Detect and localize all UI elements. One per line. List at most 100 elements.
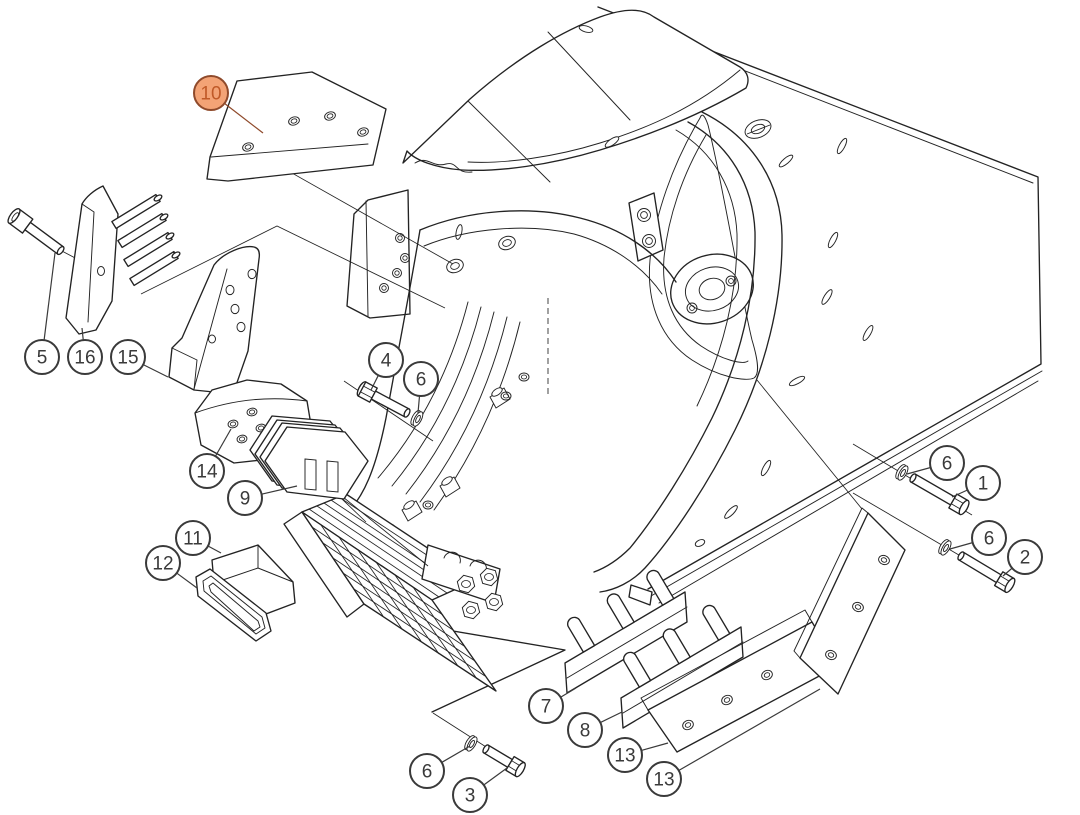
balloon-number: 7 — [541, 697, 552, 718]
balloon-circle[interactable] — [145, 545, 181, 581]
balloon-number: 6 — [942, 454, 953, 475]
balloon-circle[interactable] — [452, 777, 488, 813]
balloon-circle[interactable] — [24, 339, 60, 375]
part-6-washer-d — [410, 410, 424, 427]
leader-line — [417, 395, 421, 414]
part-1-hex-bolt — [909, 473, 970, 516]
callout-balloon-6-18[interactable]: 6 — [409, 745, 471, 789]
leader-line — [261, 485, 298, 495]
leader-line — [641, 742, 669, 752]
callout-balloon-11-8[interactable]: 11 — [175, 520, 222, 556]
plate-edge-cap — [628, 584, 653, 606]
balloon-circle[interactable] — [409, 753, 445, 789]
plate-slot-marks — [694, 137, 874, 547]
balloon-number: 10 — [200, 84, 221, 105]
callout-balloon-9-7[interactable]: 9 — [227, 480, 298, 516]
leader-line — [176, 572, 198, 589]
top-cover — [402, 9, 749, 183]
balloon-number: 1 — [978, 474, 989, 495]
balloon-number: 4 — [381, 351, 392, 372]
leader-line — [142, 364, 169, 378]
part-13-wear-bar-upper — [793, 507, 906, 695]
balloon-number: 6 — [984, 529, 995, 550]
callout-balloon-3-19[interactable]: 3 — [452, 767, 508, 813]
leader-line — [678, 688, 821, 772]
callout-balloon-16-2[interactable]: 16 — [67, 327, 103, 375]
callout-balloon-7-14[interactable]: 7 — [528, 687, 577, 724]
machine-side-plate — [597, 6, 1043, 606]
callout-balloon-6-5[interactable]: 6 — [403, 361, 439, 414]
balloon-circle[interactable] — [1007, 539, 1043, 575]
callout-balloon-13-17[interactable]: 13 — [646, 688, 821, 797]
callout-balloon-13-16[interactable]: 13 — [607, 737, 669, 773]
balloon-number: 8 — [580, 721, 591, 742]
bolt-cluster — [421, 544, 506, 621]
callout-balloon-8-15[interactable]: 8 — [567, 711, 623, 748]
part-3-hex-bolt — [482, 744, 526, 778]
leader-line — [370, 374, 379, 391]
callout-balloon-6-12[interactable]: 6 — [949, 520, 1007, 556]
jaw-mounting-holes — [446, 224, 516, 274]
callout-balloon-2-13[interactable]: 2 — [1002, 539, 1043, 577]
callout-balloon-4-4[interactable]: 4 — [368, 342, 404, 391]
balloon-number: 13 — [653, 770, 674, 791]
arm-front-face — [346, 189, 411, 319]
balloon-circle[interactable] — [193, 75, 229, 111]
part-7-comb-plate — [564, 569, 688, 694]
balloon-circle[interactable] — [189, 453, 225, 489]
part-10-mounting-bracket — [206, 71, 387, 182]
callout-balloon-14-6[interactable]: 14 — [189, 428, 232, 489]
locating-pins — [111, 193, 181, 287]
callout-balloon-5-1[interactable]: 5 — [24, 252, 60, 375]
cover-slot — [578, 25, 594, 33]
callout-balloon-15-3[interactable]: 15 — [110, 339, 169, 378]
balloon-circle[interactable] — [227, 480, 263, 516]
callout-balloon-12-9[interactable]: 12 — [145, 545, 198, 589]
leader-line — [560, 687, 577, 698]
balloon-number: 6 — [422, 762, 433, 783]
part-12-shim-wedge — [195, 568, 272, 642]
balloon-number: 13 — [614, 746, 635, 767]
part-2-hex-bolt — [957, 551, 1016, 594]
leader-line — [214, 428, 232, 457]
part-16-pin-plate — [65, 185, 181, 335]
liner-plate-stack — [377, 301, 521, 511]
balloon-circle[interactable] — [67, 339, 103, 375]
balloon-number: 15 — [117, 348, 138, 369]
balloon-circle[interactable] — [971, 520, 1007, 556]
balloon-circle[interactable] — [368, 342, 404, 378]
grate-diamond-mesh — [311, 524, 486, 680]
balloon-circle[interactable] — [110, 339, 146, 375]
balloon-circle[interactable] — [965, 465, 1001, 501]
two-hole-bracket — [628, 192, 664, 262]
balloon-circle[interactable] — [567, 712, 603, 748]
balloon-circle[interactable] — [929, 445, 965, 481]
callout-balloon-10-0[interactable]: 10 — [193, 75, 264, 134]
callout-balloon-1-11[interactable]: 1 — [951, 465, 1001, 501]
leader-line — [949, 542, 973, 550]
part-6-washer-b — [938, 539, 952, 556]
leader-line — [224, 102, 264, 134]
balloon-number: 11 — [183, 529, 203, 550]
balloon-circle[interactable] — [403, 361, 439, 397]
balloon-number: 6 — [416, 370, 427, 391]
part-5-socket-screw — [7, 208, 65, 256]
part-6-washer-a — [895, 464, 909, 481]
balloon-circle[interactable] — [175, 520, 211, 556]
part-9-laminated-shim — [249, 415, 369, 500]
leader-line — [906, 466, 931, 475]
chute-bottom-edge — [399, 621, 566, 713]
balloon-number: 9 — [240, 489, 251, 510]
balloon-circle[interactable] — [528, 688, 564, 724]
leader-line — [951, 489, 968, 498]
leader-line — [441, 745, 471, 763]
part-4-hex-bolt — [356, 381, 411, 418]
part-15-side-plate — [168, 245, 261, 395]
balloon-circle[interactable] — [607, 737, 643, 773]
balloon-circle[interactable] — [646, 761, 682, 797]
callout-balloon-6-10[interactable]: 6 — [906, 445, 965, 481]
leader-line — [600, 711, 623, 724]
